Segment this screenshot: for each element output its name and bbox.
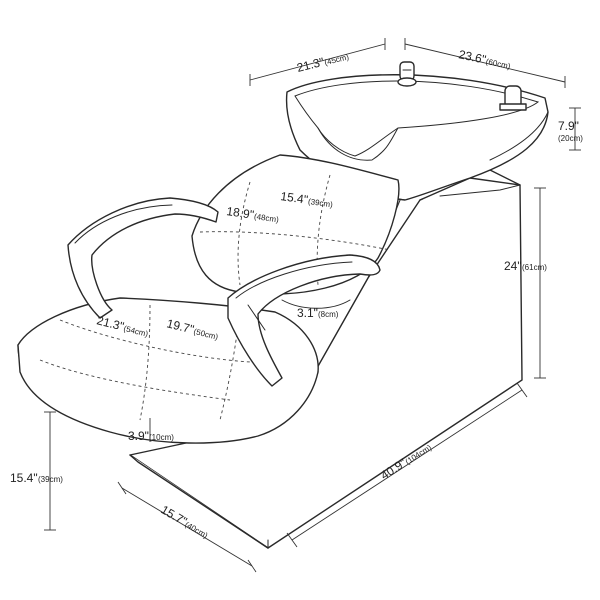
seat-depth-inch: 19.7"	[165, 316, 195, 336]
basin-width-cm: (60cm)	[485, 57, 512, 71]
basin-height-cm: (20cm)	[558, 134, 583, 143]
base-height-cm: (61cm)	[522, 263, 547, 272]
label-seat-thickness: 3.9" (10cm)	[128, 429, 174, 443]
label-basin-depth: 21.3" (45cm)	[295, 52, 350, 75]
basin-depth-inch: 21.3"	[295, 55, 325, 75]
armrest-width-cm: (8cm)	[318, 310, 339, 319]
seat-thickness-inch: 3.9"	[128, 429, 149, 443]
back-height-inch: 18.9"	[226, 204, 255, 222]
basin-height-inch: 7.9"	[558, 119, 579, 133]
label-basin-width: 23.6" (60cm)	[457, 47, 512, 71]
right-armrest	[227, 254, 381, 387]
basin-depth-cm: (45cm)	[323, 52, 350, 67]
back-height-cm: (48cm)	[253, 212, 279, 224]
sprayer	[499, 85, 527, 111]
label-seat-width: 21.3" (54cm)	[95, 313, 149, 338]
basin-width-inch: 23.6"	[457, 47, 487, 66]
pedestal-base	[129, 164, 523, 549]
label-basin-height: 7.9" (20cm)	[558, 119, 583, 143]
label-seat-height: 15.4" (39cm)	[10, 471, 63, 485]
label-base-width: 15.7" (40cm)	[159, 502, 210, 540]
dimension-labels: 21.3" (45cm) 23.6" (60cm) 7.9" (20cm) 24…	[10, 47, 583, 540]
base-height-inch: 24"	[504, 259, 522, 273]
faucet	[397, 61, 417, 87]
base-width-cm: (40cm)	[183, 520, 209, 540]
label-back-height: 18.9" (48cm)	[226, 204, 280, 224]
seat-height-cm: (39cm)	[38, 475, 63, 484]
seat-height-inch: 15.4"	[10, 471, 38, 485]
back-width-inch: 15.4"	[280, 189, 309, 207]
label-base-height: 24" (61cm)	[504, 259, 547, 273]
left-armrest	[67, 197, 219, 319]
armrest-width-inch: 3.1"	[297, 306, 318, 320]
dimension-lines	[44, 38, 581, 573]
seat-thickness-cm: (10cm)	[149, 433, 174, 442]
label-armrest-width: 3.1" (8cm)	[297, 306, 339, 320]
seat-width-inch: 21.3"	[95, 313, 125, 333]
back-width-cm: (39cm)	[307, 197, 333, 209]
label-back-width: 15.4" (39cm)	[280, 189, 334, 209]
